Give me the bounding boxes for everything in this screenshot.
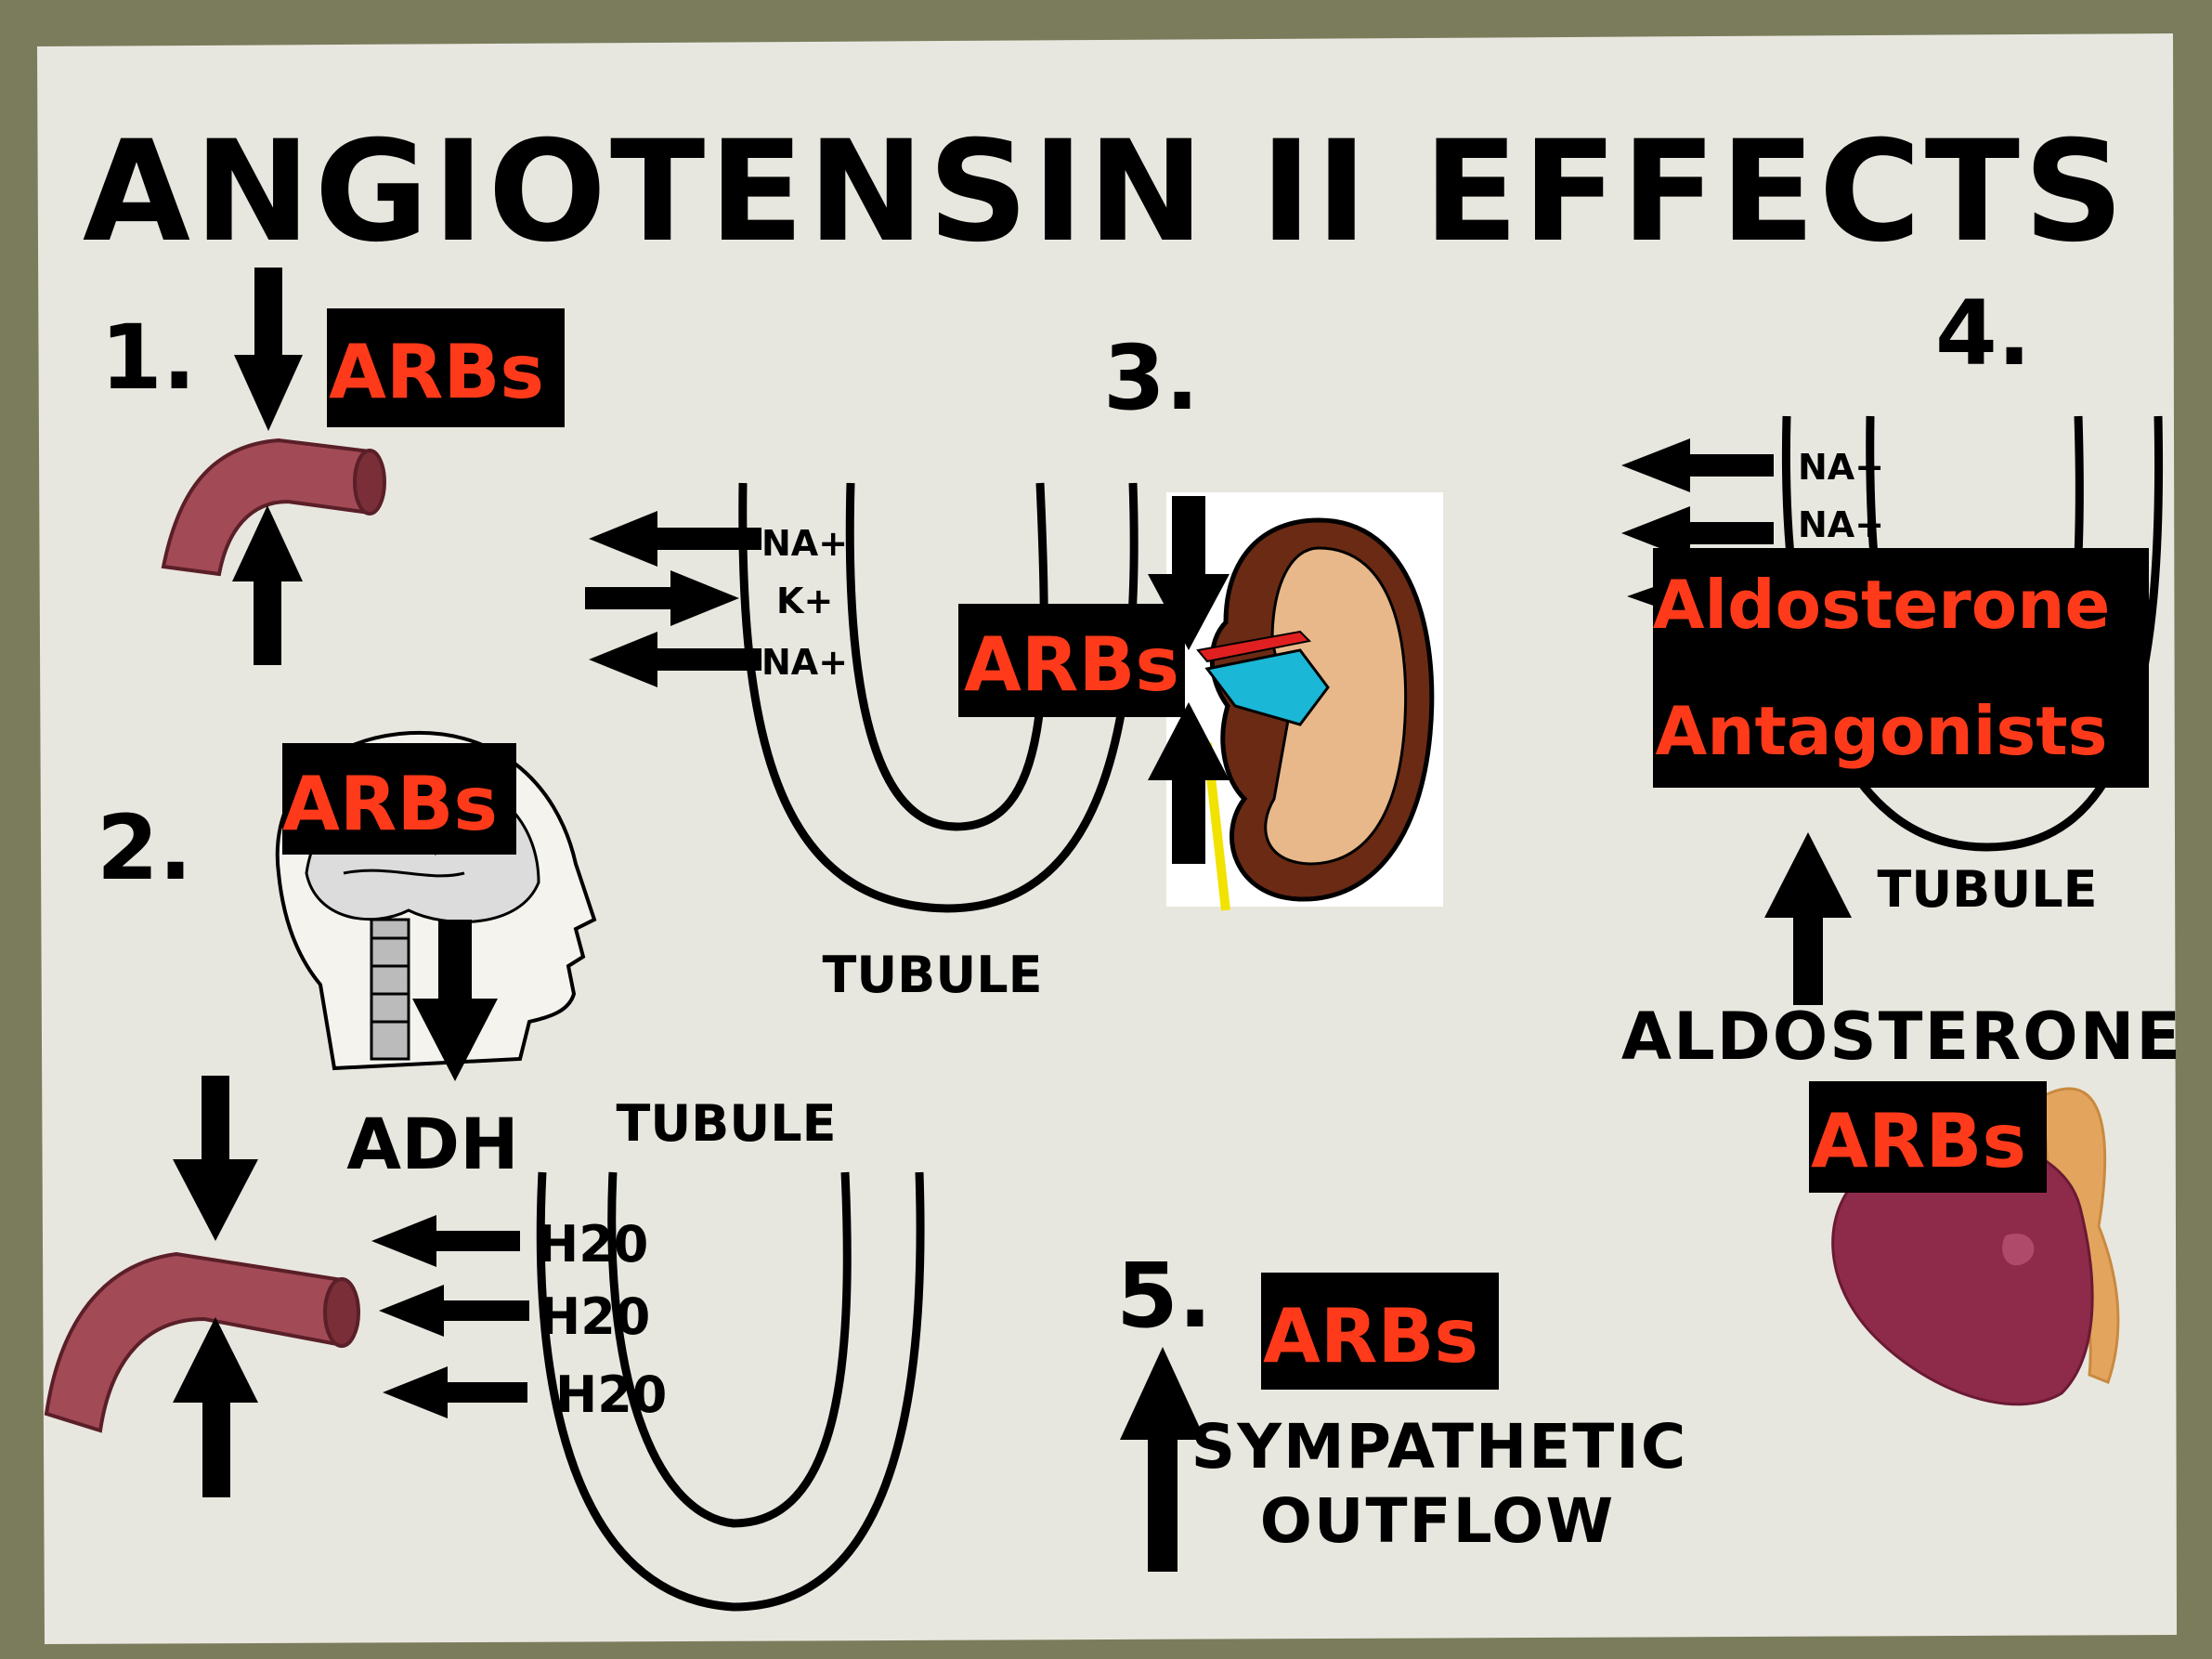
arb-label-4: ARBs <box>1809 1081 2047 1193</box>
paper-background <box>37 33 2177 1644</box>
arb-label-2: ARBs <box>282 743 516 855</box>
svg-text:Antagonists: Antagonists <box>1655 692 2107 770</box>
section-3-number: 3. <box>1103 326 1199 430</box>
section-2: 2. ARBs ADH TUBULE <box>44 730 925 1612</box>
h2o-label: H20 <box>555 1365 667 1424</box>
arrow-down-icon <box>412 920 498 1081</box>
section-4: 4. NA+ NA+ Aldosterone Antagonists TUBUL… <box>1621 281 2182 1406</box>
slide-title: ANGIOTENSIN II EFFECTS <box>83 111 2127 273</box>
h2o-label: H20 <box>539 1287 650 1346</box>
blood-vessel-icon <box>161 438 386 577</box>
arrow-left-icon <box>589 632 761 687</box>
adrenal-gland-icon <box>1831 1087 2120 1406</box>
arb-label-1: ARBs <box>327 308 565 427</box>
ion-label: K+ <box>776 581 833 621</box>
arrow-left-icon <box>379 1285 529 1337</box>
arrow-left-icon <box>1621 438 1774 492</box>
tubule-label-3: TUBULE <box>823 946 1043 1004</box>
arrow-left-icon <box>371 1215 520 1267</box>
blood-vessel-icon <box>44 1251 360 1433</box>
outflow-label: OUTFLOW <box>1260 1485 1615 1557</box>
section-5: 5. ARBs SYMPATHETIC OUTFLOW <box>1116 1244 1688 1572</box>
arrow-left-icon <box>383 1366 527 1418</box>
tubule-label-4: TUBULE <box>1878 860 2098 919</box>
arrow-up-icon <box>173 1317 258 1497</box>
arrow-down-icon <box>173 1076 258 1241</box>
svg-text:ARBs: ARBs <box>329 329 544 415</box>
section-2-number: 2. <box>97 796 192 900</box>
arrow-up-icon <box>1148 702 1230 864</box>
section-1: 1. ARBs <box>100 268 565 665</box>
aldosterone-label: ALDOSTERONE <box>1621 999 2182 1075</box>
arrow-down-icon <box>234 268 303 431</box>
svg-text:ARBs: ARBs <box>964 621 1179 708</box>
svg-text:ARBs: ARBs <box>282 761 498 847</box>
arrow-up-icon <box>232 505 303 665</box>
arrow-up-icon <box>1764 832 1852 1005</box>
aldosterone-antagonists-label: Aldosterone Antagonists <box>1653 548 2149 788</box>
sympathetic-label: SYMPATHETIC <box>1191 1411 1688 1483</box>
arb-label-5: ARBs <box>1261 1273 1499 1390</box>
arb-label-3: ARBs <box>958 604 1185 717</box>
arrow-right-icon <box>585 570 739 626</box>
svg-text:Aldosterone: Aldosterone <box>1653 566 2111 644</box>
arrow-left-icon <box>589 511 761 567</box>
section-3: 3. NA+ K+ NA+ TUBULE <box>585 326 1443 1004</box>
adh-label: ADH <box>346 1103 519 1185</box>
tubule-loop-2 <box>536 1171 925 1612</box>
svg-text:ARBs: ARBs <box>1263 1293 1478 1379</box>
kidney-icon <box>1166 492 1443 911</box>
section-4-number: 4. <box>1935 281 2031 385</box>
h2o-label: H20 <box>537 1215 648 1274</box>
section-1-number: 1. <box>100 306 196 410</box>
arrow-left-icon <box>1621 506 1774 560</box>
section-5-number: 5. <box>1116 1244 1212 1348</box>
ion-label: NA+ <box>761 642 848 683</box>
ion-label: NA+ <box>761 523 848 564</box>
tubule-label-2: TUBULE <box>617 1094 837 1153</box>
arrow-down-icon <box>1148 496 1230 650</box>
arrow-up-icon <box>1120 1347 1205 1572</box>
svg-text:ARBs: ARBs <box>1811 1098 2026 1184</box>
